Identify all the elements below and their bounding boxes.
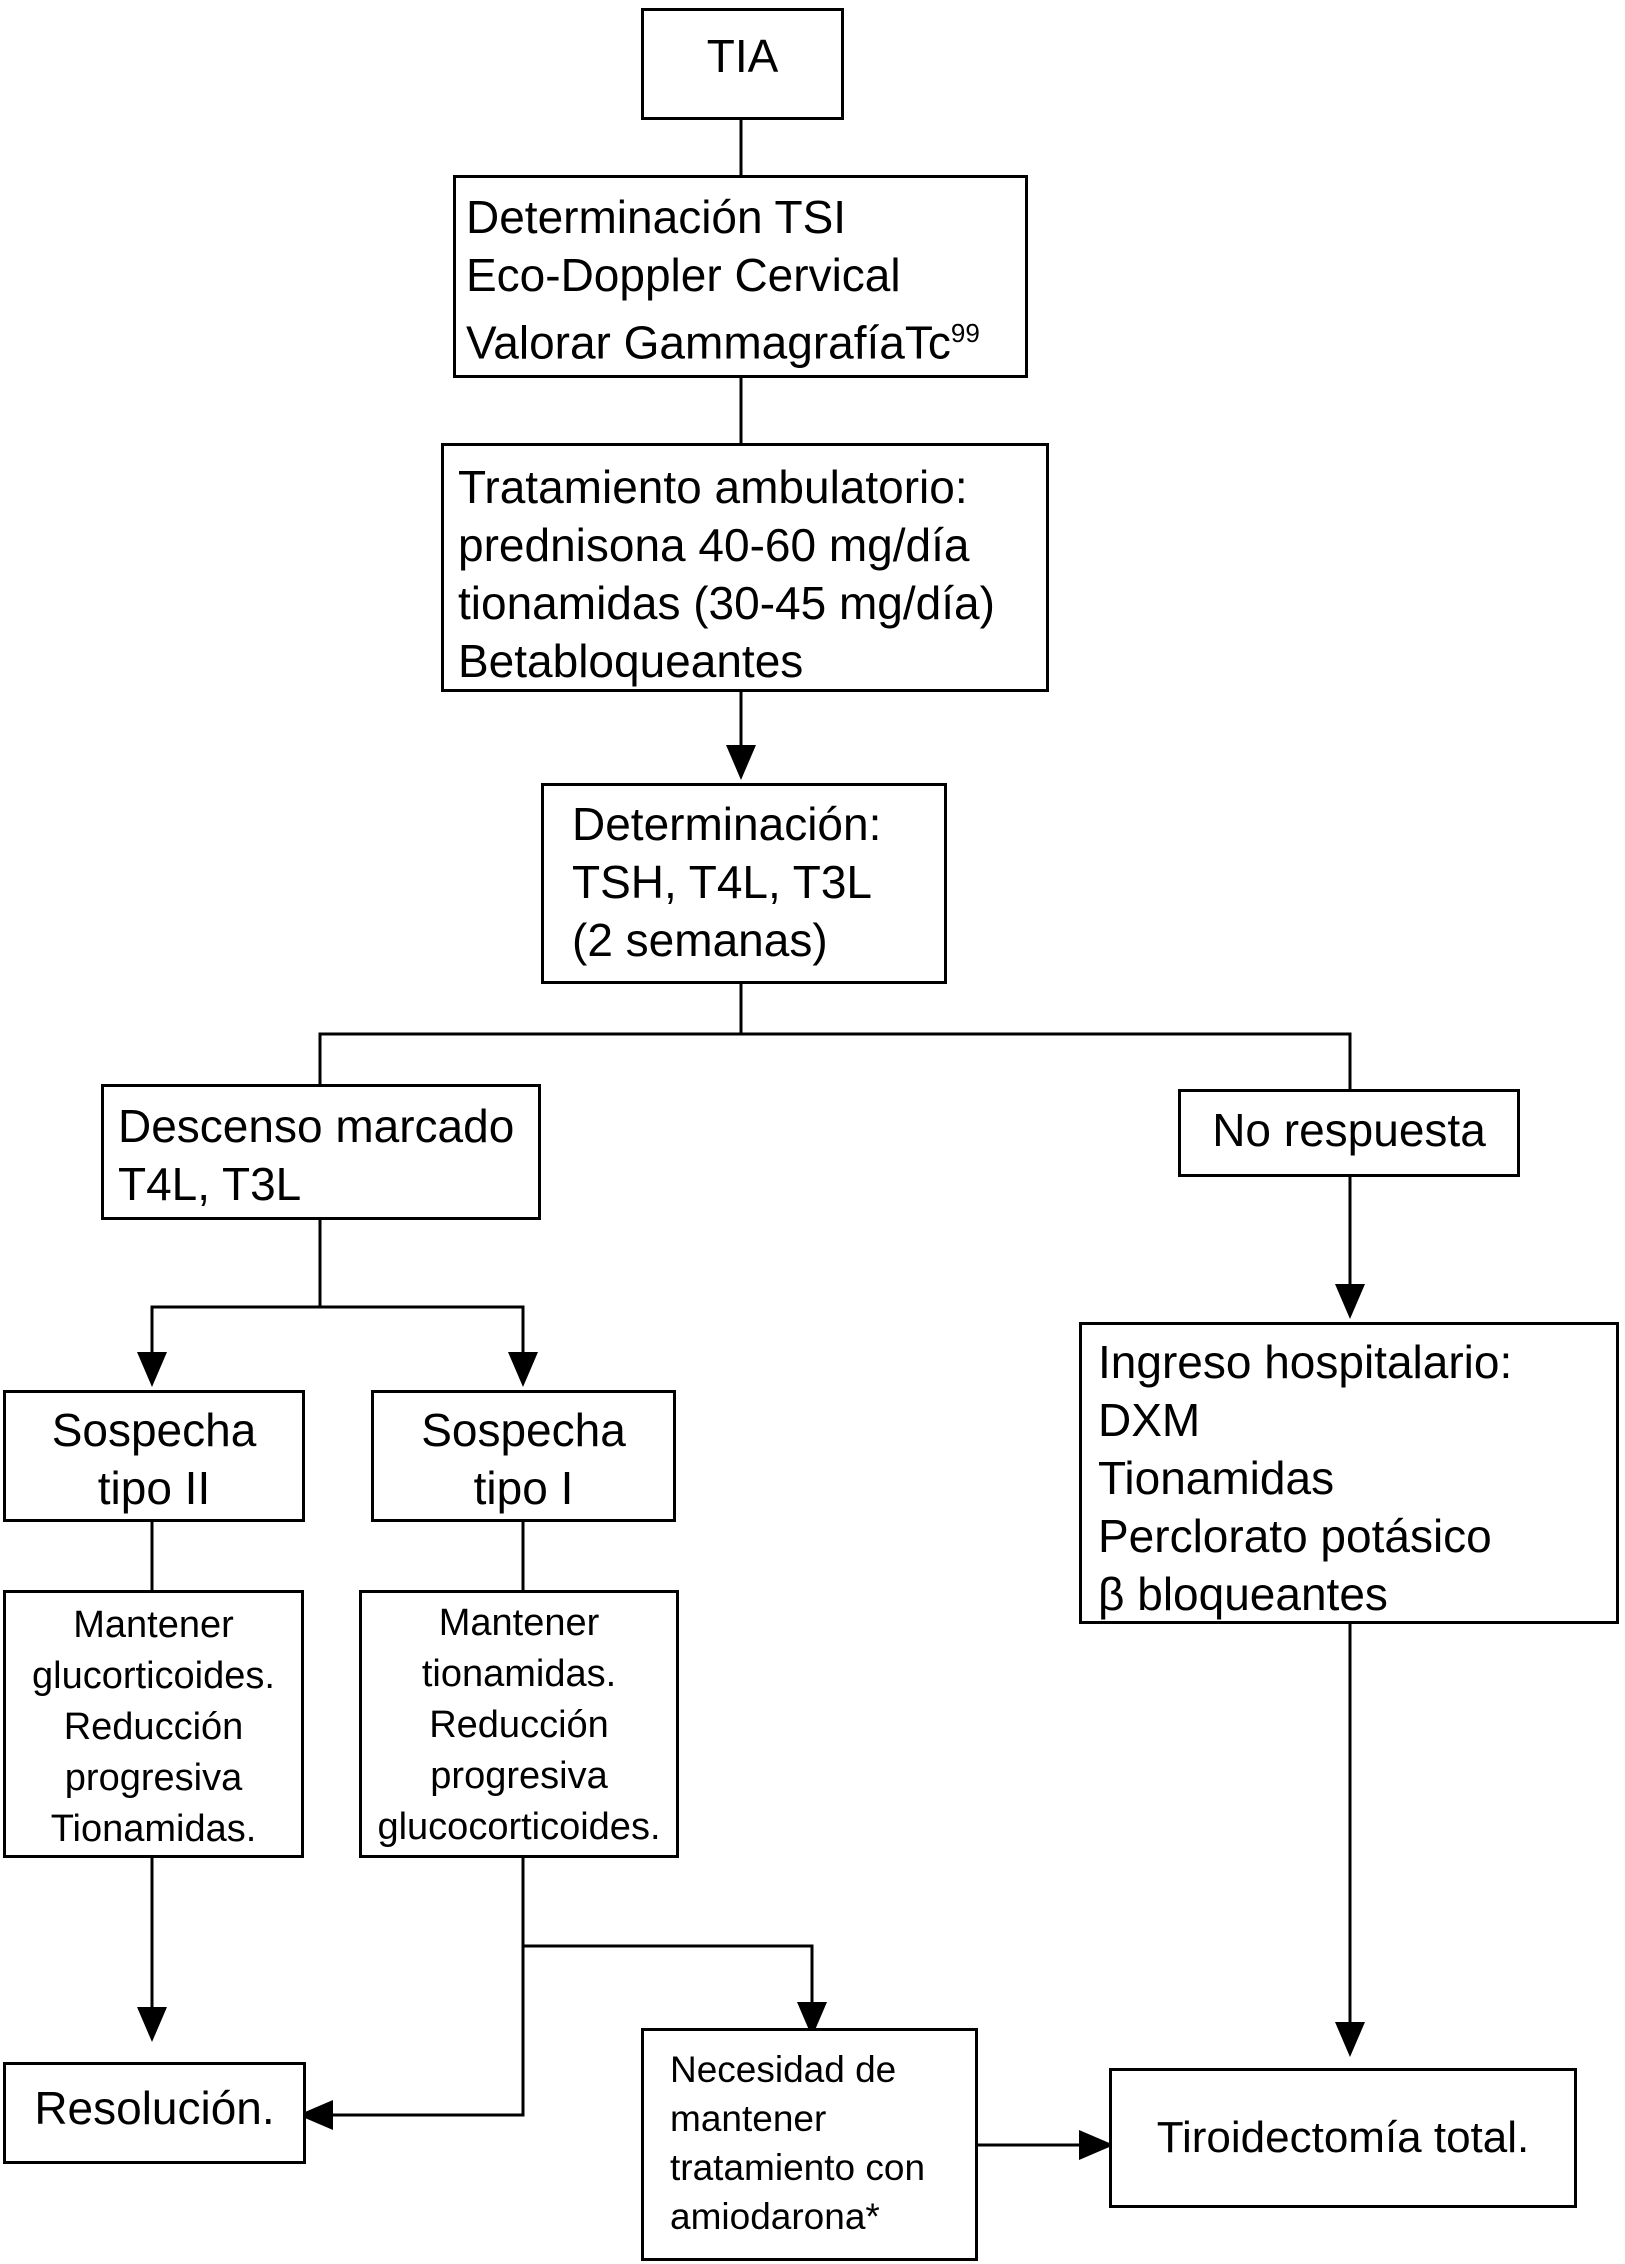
node-hospital-line: Tionamidas bbox=[1098, 1452, 1335, 1504]
node-type1-treatment-line: tionamidas. bbox=[421, 1653, 617, 1695]
node-evaluation-text: Valorar GammagrafíaTc bbox=[466, 316, 951, 369]
edge-split-no-response bbox=[741, 1032, 1352, 1089]
node-outpatient-line: Betabloqueantes bbox=[458, 635, 804, 687]
node-labs-line: Determinación: bbox=[572, 798, 882, 850]
node-marked-drop: Descenso marcado T4L, T3L bbox=[101, 1084, 541, 1220]
node-type1-line: Sospecha bbox=[421, 1404, 626, 1456]
node-outpatient-line: tionamidas (30-45 mg/día) bbox=[458, 577, 995, 629]
node-outpatient-line: prednisona 40-60 mg/día bbox=[458, 519, 970, 571]
node-evaluation-line: Valorar GammagrafíaTc99 bbox=[466, 304, 1025, 371]
edge-type1tx-resolution bbox=[330, 1858, 525, 2117]
arrowhead-type1 bbox=[508, 1352, 538, 1387]
node-type2-treatment-line: Reducción bbox=[63, 1706, 244, 1748]
node-amiodarone-line: mantener bbox=[670, 2098, 827, 2139]
edge-split-type1 bbox=[320, 1305, 525, 1355]
node-no-response: No respuesta bbox=[1178, 1089, 1520, 1177]
node-evaluation-line: Eco-Doppler Cervical bbox=[466, 249, 901, 301]
node-amiodarone: Necesidad de mantener tratamiento con am… bbox=[641, 2028, 978, 2261]
node-labs-line: TSH, T4L, T3L bbox=[572, 856, 872, 908]
node-type2: Sospecha tipo II bbox=[3, 1390, 305, 1522]
edge-type1tx-amiodarone bbox=[523, 1944, 814, 2005]
node-outpatient: Tratamiento ambulatorio: prednisona 40-6… bbox=[441, 443, 1049, 692]
node-amiodarone-line: tratamiento con bbox=[670, 2147, 926, 2188]
node-type2-treatment-line: glucorticoides. bbox=[32, 1655, 275, 1697]
node-type2-treatment-line: Tionamidas. bbox=[50, 1808, 257, 1850]
node-type2-line: Sospecha bbox=[51, 1404, 257, 1456]
node-labs: Determinación: TSH, T4L, T3L (2 semanas) bbox=[541, 783, 947, 984]
node-hospital-line: β bloqueantes bbox=[1098, 1568, 1388, 1620]
node-resolution-line: Resolución. bbox=[34, 2082, 275, 2134]
node-type1-treatment-line: Mantener bbox=[438, 1602, 600, 1644]
node-hospital-line: DXM bbox=[1098, 1394, 1201, 1446]
edge-split-type2 bbox=[150, 1305, 320, 1355]
node-type1: Sospecha tipo I bbox=[371, 1390, 676, 1522]
arrowhead-type2 bbox=[137, 1352, 167, 1387]
superscript-99: 99 bbox=[950, 318, 980, 348]
arrowhead-resolution-horizontal bbox=[298, 2100, 333, 2130]
node-type1-line: tipo I bbox=[473, 1462, 574, 1514]
node-tia: TIA bbox=[641, 8, 844, 120]
arrowhead-hospital bbox=[1335, 1284, 1365, 1319]
node-type1-treatment-line: glucocorticoides. bbox=[377, 1806, 661, 1848]
node-type1-treatment-line: Reducción bbox=[429, 1704, 609, 1746]
node-evaluation-line: Determinación TSI bbox=[466, 191, 847, 243]
arrowhead-labs bbox=[726, 745, 756, 780]
node-type2-treatment: Mantener glucorticoides. Reducción progr… bbox=[3, 1590, 304, 1858]
node-type2-line: tipo II bbox=[97, 1462, 211, 1514]
arrowhead-resolution-vertical bbox=[137, 2007, 167, 2042]
node-type1-treatment: Mantener tionamidas. Reducción progresiv… bbox=[359, 1590, 679, 1858]
node-thyroidectomy-line: Tiroidectomía total. bbox=[1156, 2113, 1530, 2162]
node-marked-drop-line: T4L, T3L bbox=[118, 1158, 302, 1210]
node-evaluation: Determinación TSI Eco-Doppler Cervical V… bbox=[453, 175, 1028, 378]
node-type2-treatment-line: progresiva bbox=[64, 1757, 243, 1799]
node-marked-drop-line: Descenso marcado bbox=[118, 1100, 515, 1152]
node-no-response-line: No respuesta bbox=[1212, 1104, 1486, 1156]
arrowhead-thyroidectomy-vertical bbox=[1335, 2022, 1365, 2057]
node-type1-treatment-line: progresiva bbox=[430, 1755, 608, 1797]
node-thyroidectomy: Tiroidectomía total. bbox=[1109, 2068, 1577, 2208]
node-labs-line: (2 semanas) bbox=[572, 914, 828, 966]
node-resolution: Resolución. bbox=[3, 2062, 306, 2164]
node-hospital: Ingreso hospitalario: DXM Tionamidas Per… bbox=[1079, 1322, 1619, 1624]
node-type2-treatment-line: Mantener bbox=[73, 1604, 234, 1646]
node-hospital-line: Perclorato potásico bbox=[1098, 1510, 1492, 1562]
node-amiodarone-line: amiodarona* bbox=[670, 2196, 880, 2237]
node-hospital-line: Ingreso hospitalario: bbox=[1098, 1336, 1513, 1388]
edge-split-marked-drop bbox=[318, 1032, 741, 1084]
arrowhead-thyroidectomy-horizontal bbox=[1079, 2130, 1114, 2160]
arrowhead-amiodarone bbox=[797, 2002, 827, 2037]
node-amiodarone-line: Necesidad de bbox=[670, 2049, 897, 2090]
node-outpatient-line: Tratamiento ambulatorio: bbox=[458, 461, 968, 513]
node-tia-line: TIA bbox=[706, 30, 779, 82]
